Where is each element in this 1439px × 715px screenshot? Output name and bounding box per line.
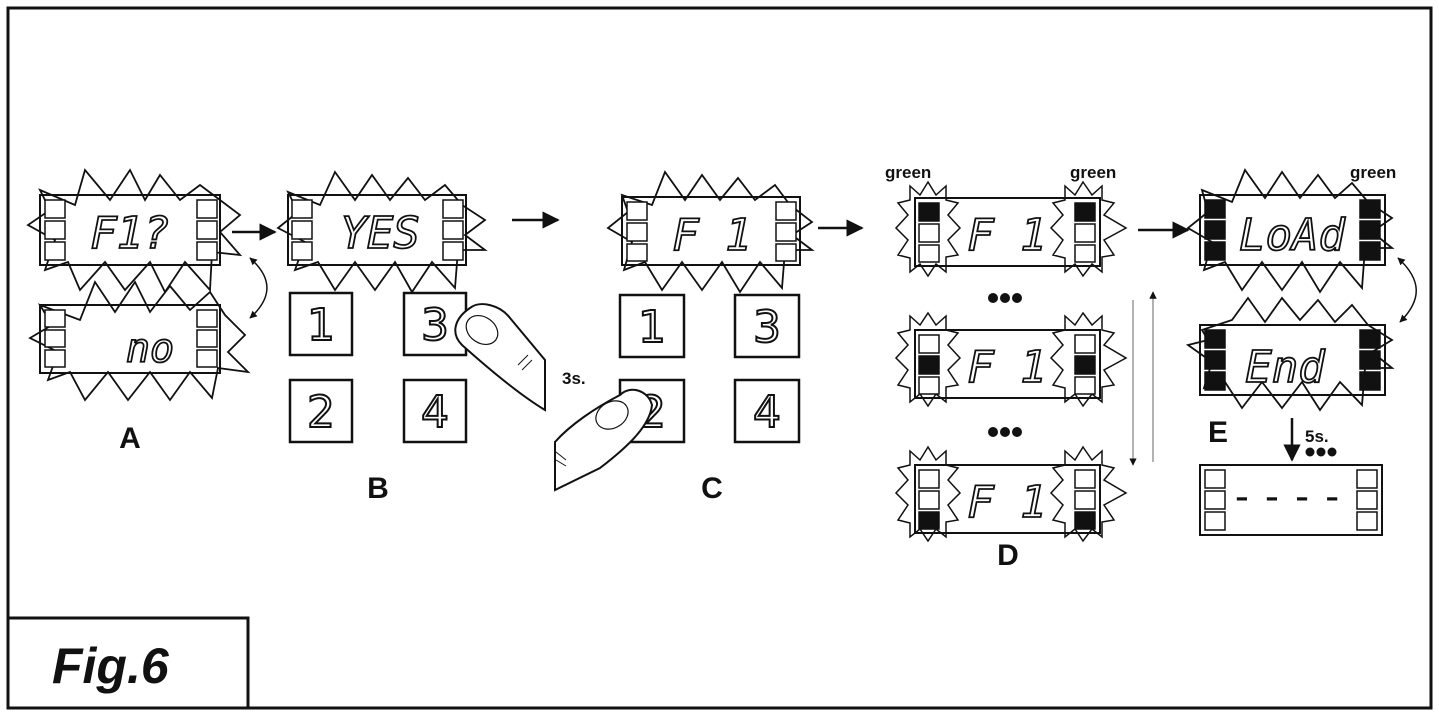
- panel-d-label: D: [997, 539, 1019, 572]
- panel-d: green green F 1: [885, 163, 1157, 572]
- key-c-3[interactable]: [733, 293, 801, 359]
- panel-e: green LoAd End E 5s.: [1185, 163, 1417, 536]
- led-color-right-label: green: [1070, 163, 1116, 182]
- led-d3-right-3: [1074, 511, 1096, 530]
- panel-b: YES 1 3 2 4 B: [276, 170, 546, 505]
- key-c-1[interactable]: [618, 293, 686, 359]
- led-d1-right-1: [1074, 202, 1096, 222]
- display-a-top-text: F1?: [90, 208, 169, 259]
- key-b-2-label: 2: [307, 387, 335, 438]
- key-c-3-label: 3: [753, 302, 781, 353]
- display-d-3-text: F 1: [967, 477, 1046, 528]
- display-d-2: F 1: [894, 311, 1128, 408]
- outer-frame: [6, 6, 1433, 710]
- display-b-text: YES: [340, 208, 419, 259]
- ellipsis-d-1: [988, 293, 1022, 303]
- led-color-left-label: green: [885, 163, 931, 182]
- figure-caption: Fig.6: [52, 638, 170, 694]
- panel-e-label: E: [1208, 416, 1228, 449]
- display-e-bottom: End: [1185, 296, 1395, 412]
- display-c: F 1: [606, 170, 815, 294]
- key-b-2[interactable]: [288, 378, 354, 444]
- figure-caption-box: Fig.6: [6, 616, 250, 710]
- panel-a-label: A: [119, 422, 141, 455]
- display-e-top-text: LoAd: [1239, 210, 1345, 261]
- finger-icon-c: [554, 388, 654, 492]
- keypad-c: 1 3 2 4: [618, 293, 801, 444]
- key-c-4[interactable]: [733, 378, 801, 444]
- panel-c-label: C: [701, 472, 723, 505]
- panel-b-label: B: [367, 472, 389, 505]
- panel-a: F1? no A: [26, 168, 268, 455]
- ellipsis-d-2: [988, 427, 1022, 437]
- ellipsis-e: [1305, 447, 1337, 457]
- led-d2-left-2: [918, 355, 940, 375]
- display-e-final-text: ----: [1230, 474, 1350, 520]
- key-b-3-label: 3: [421, 300, 449, 351]
- display-d-1-text: F 1: [967, 210, 1046, 261]
- display-a-bottom: no: [28, 280, 251, 402]
- display-c-text: F 1: [672, 210, 751, 261]
- display-a-top: F1?: [26, 168, 243, 294]
- panel-c: F 1 1 3 2 4 3s. C: [554, 170, 815, 505]
- keypad-b: 1 3 2 4: [288, 291, 468, 444]
- key-b-4[interactable]: [402, 378, 468, 444]
- hold-time-label: 3s.: [562, 369, 586, 388]
- display-d-1: F 1: [894, 180, 1128, 278]
- led-d1-left-1: [918, 202, 940, 222]
- led-color-e-label: green: [1350, 163, 1396, 182]
- display-b: YES: [276, 170, 488, 294]
- toggle-arrow-a: [249, 257, 268, 319]
- display-d-2-text: F 1: [967, 342, 1046, 393]
- key-c-4-label: 4: [753, 387, 781, 438]
- display-e-top: LoAd: [1186, 168, 1395, 294]
- key-b-4-label: 4: [421, 387, 449, 438]
- key-c-1-label: 1: [638, 302, 666, 353]
- toggle-arrow-e: [1397, 257, 1417, 323]
- led-d2-right-2: [1074, 355, 1096, 375]
- display-d-3: F 1: [894, 445, 1128, 543]
- wait-time-label: 5s.: [1305, 427, 1329, 446]
- led-d3-left-3: [918, 511, 940, 530]
- key-b-1-label: 1: [307, 300, 335, 351]
- display-a-bottom-text: no: [126, 326, 174, 372]
- key-b-1[interactable]: [288, 291, 354, 357]
- display-e-bottom-text: End: [1245, 342, 1325, 393]
- display-e-final: ----: [1199, 464, 1383, 536]
- finger-icon-b: [454, 303, 546, 412]
